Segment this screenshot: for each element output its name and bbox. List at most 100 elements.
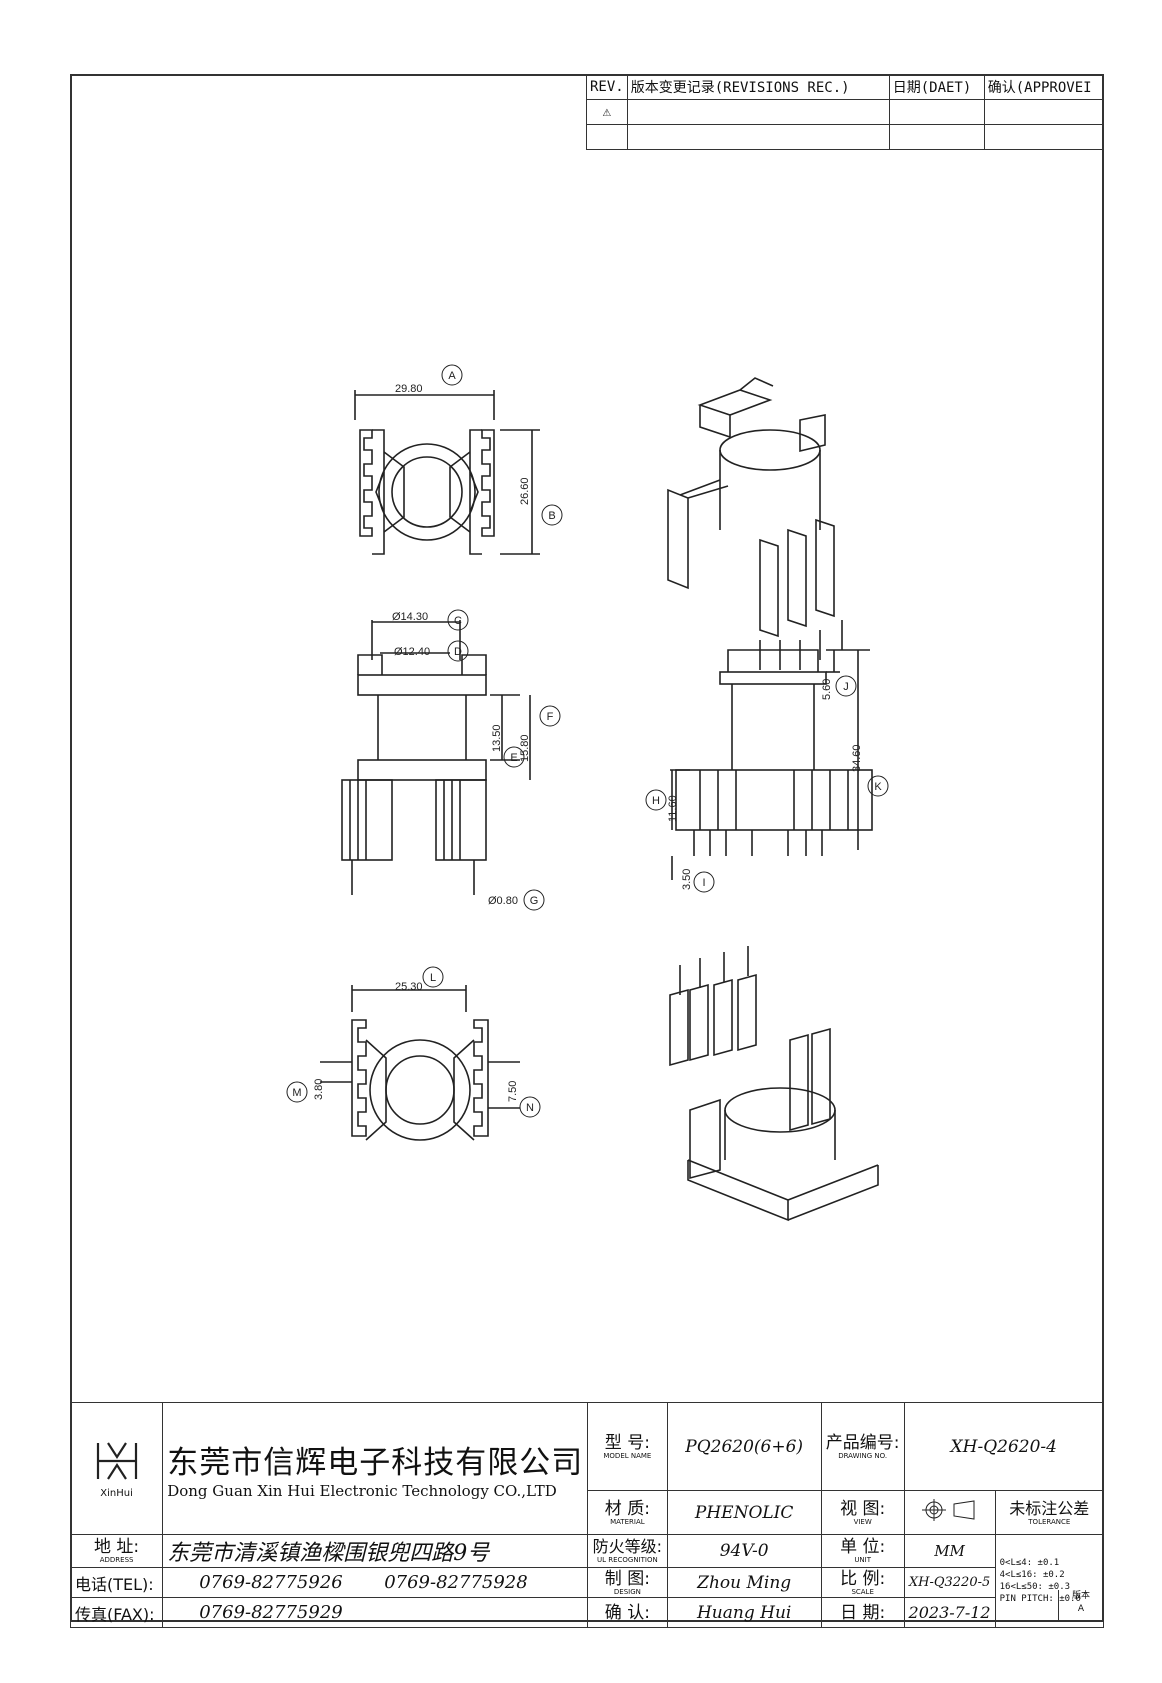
fax-label: 传真(FAX): <box>69 1597 164 1628</box>
technical-drawing: A 29.80 B 26.60 C Ø14.30 D Ø12.40 E 13.5… <box>286 364 889 1222</box>
unit-value: MM <box>903 1534 996 1568</box>
rev-cell <box>888 124 985 150</box>
dim-g: G Ø0.80 <box>488 889 545 911</box>
svg-text:25.30: 25.30 <box>395 981 423 993</box>
svg-text:3.80: 3.80 <box>313 1079 325 1100</box>
revision-table: REV. 版本变更记录(REVISIONS REC.) 日期(DAET) 确认(… <box>586 74 1105 150</box>
svg-text:H: H <box>652 795 660 807</box>
rev-cell <box>888 99 985 125</box>
logo-text: XinHui <box>100 1487 133 1499</box>
title-block: XinHui 东莞市信辉电子科技有限公司 Dong Guan Xin Hui E… <box>69 1402 1105 1628</box>
tel-values: 0769-82775926 0769-82775928 <box>162 1567 589 1598</box>
dim-b: B 26.60 <box>519 477 563 526</box>
svg-text:D: D <box>454 646 462 658</box>
svg-text:G: G <box>530 895 539 907</box>
tel-1: 0769-82775926 <box>199 1572 343 1593</box>
scale-value: XH-Q3220-5 <box>903 1567 996 1598</box>
dim-i: I 3.50 <box>681 869 715 893</box>
svg-text:C: C <box>454 615 462 627</box>
dim-l: L 25.30 <box>395 966 444 993</box>
svg-text:L: L <box>430 972 436 984</box>
dim-e: E 13.50 <box>491 724 525 768</box>
svg-text:Ø12.40: Ø12.40 <box>394 646 430 658</box>
version-box: 版本 A <box>1058 1590 1103 1620</box>
rev-cell <box>983 124 1105 150</box>
fire-value: 94V-0 <box>666 1534 822 1568</box>
svg-text:Ø0.80: Ø0.80 <box>488 895 518 907</box>
company-name-cn: 东莞市信辉电子科技有限公司 <box>167 1445 584 1481</box>
address-label: 地 址:ADDRESS <box>69 1534 164 1568</box>
tolerance-row: 16<L≤50: ±0.3 <box>999 1582 1071 1592</box>
svg-text:K: K <box>874 781 882 793</box>
dim-a: A 29.80 <box>395 364 463 395</box>
dim-k: K 34.60 <box>851 744 889 797</box>
model-label: 型 号:MODEL NAME <box>587 1402 668 1491</box>
rev-header: 版本变更记录(REVISIONS REC.) <box>626 74 890 100</box>
unit-label: 单 位:UNIT <box>820 1534 905 1568</box>
iso-view-top <box>667 377 843 670</box>
svg-text:5.60: 5.60 <box>821 679 833 700</box>
svg-text:29.80: 29.80 <box>395 383 423 395</box>
svg-text:Ø14.30: Ø14.30 <box>392 611 428 623</box>
svg-text:11.60: 11.60 <box>667 795 679 822</box>
product-no-value: XH-Q2620-4 <box>903 1402 1105 1491</box>
company-name: 东莞市信辉电子科技有限公司 Dong Guan Xin Hui Electron… <box>162 1402 589 1535</box>
svg-text:F: F <box>547 711 554 723</box>
rev-cell <box>586 124 628 150</box>
bottom-view <box>320 985 520 1141</box>
tolerance-row: PIN PITCH: ±0.0 <box>999 1594 1081 1604</box>
date-value: 2023-7-12 <box>903 1597 996 1628</box>
dim-c: C Ø14.30 <box>392 609 469 631</box>
svg-text:I: I <box>702 877 705 889</box>
date-label: 日 期: <box>820 1597 905 1628</box>
address-value: 东莞市清溪镇渔樑围银兜四路9号 <box>162 1534 589 1568</box>
dimension-labels: A 29.80 B 26.60 C Ø14.30 D Ø12.40 E 13.5… <box>286 364 889 1118</box>
svg-text:N: N <box>526 1102 534 1114</box>
material-value: PHENOLIC <box>666 1490 822 1535</box>
tolerance-row: 0<L≤4: ±0.1 <box>999 1558 1060 1568</box>
fire-label: 防火等级:UL RECOGNITION <box>587 1534 668 1568</box>
dim-m: M 3.80 <box>286 1079 325 1103</box>
material-label: 材 质:MATERIAL <box>587 1490 668 1535</box>
svg-text:13.50: 13.50 <box>491 724 503 752</box>
tolerance-table: 0<L≤4: ±0.1 4<L≤16: ±0.2 16<L≤50: ±0.3 P… <box>994 1534 1105 1628</box>
version-label: 版本 <box>1071 1591 1090 1601</box>
model-value: PQ2620(6+6) <box>666 1402 822 1491</box>
dim-h: H 11.60 <box>645 789 679 822</box>
dim-n: N 7.50 <box>507 1081 541 1118</box>
svg-text:26.60: 26.60 <box>519 477 531 505</box>
svg-text:34.60: 34.60 <box>851 744 863 772</box>
product-no-label: 产品编号:DRAWING NO. <box>820 1402 905 1491</box>
xinhui-logo-icon <box>96 1441 137 1480</box>
iso-view-bottom <box>669 946 879 1222</box>
svg-text:7.50: 7.50 <box>507 1081 519 1102</box>
dim-d: D Ø12.40 <box>394 640 469 662</box>
version-value: A <box>1077 1604 1085 1614</box>
confirm-label: 确 认: <box>587 1597 668 1628</box>
side-view <box>670 649 873 880</box>
svg-text:3.50: 3.50 <box>681 869 693 890</box>
first-angle-projection-icon <box>921 1499 975 1521</box>
view-label: 视 图:VIEW <box>820 1490 905 1535</box>
dim-f: F 15.80 <box>519 705 561 762</box>
projection-symbol <box>903 1490 996 1535</box>
fax-value: 0769-82775929 <box>162 1597 589 1628</box>
design-label: 制 图:DESIGN <box>587 1567 668 1598</box>
tolerance-row: 4<L≤16: ±0.2 <box>999 1570 1065 1580</box>
dim-j: J 5.60 <box>821 675 857 700</box>
svg-text:M: M <box>292 1087 301 1099</box>
top-view <box>354 390 540 555</box>
svg-text:E: E <box>510 752 517 764</box>
svg-text:B: B <box>548 510 555 522</box>
confirmer-value: Huang Hui <box>666 1597 822 1628</box>
front-view <box>341 620 531 895</box>
tel-2: 0769-82775928 <box>384 1572 528 1593</box>
scale-label: 比 例:SCALE <box>820 1567 905 1598</box>
logo: XinHui <box>69 1402 164 1535</box>
tel-label: 电话(TEL): <box>69 1567 164 1598</box>
designer-value: Zhou Ming <box>666 1567 822 1598</box>
company-name-en: Dong Guan Xin Hui Electronic Technology … <box>167 1482 557 1500</box>
svg-text:A: A <box>448 370 456 382</box>
svg-text:J: J <box>843 681 849 693</box>
